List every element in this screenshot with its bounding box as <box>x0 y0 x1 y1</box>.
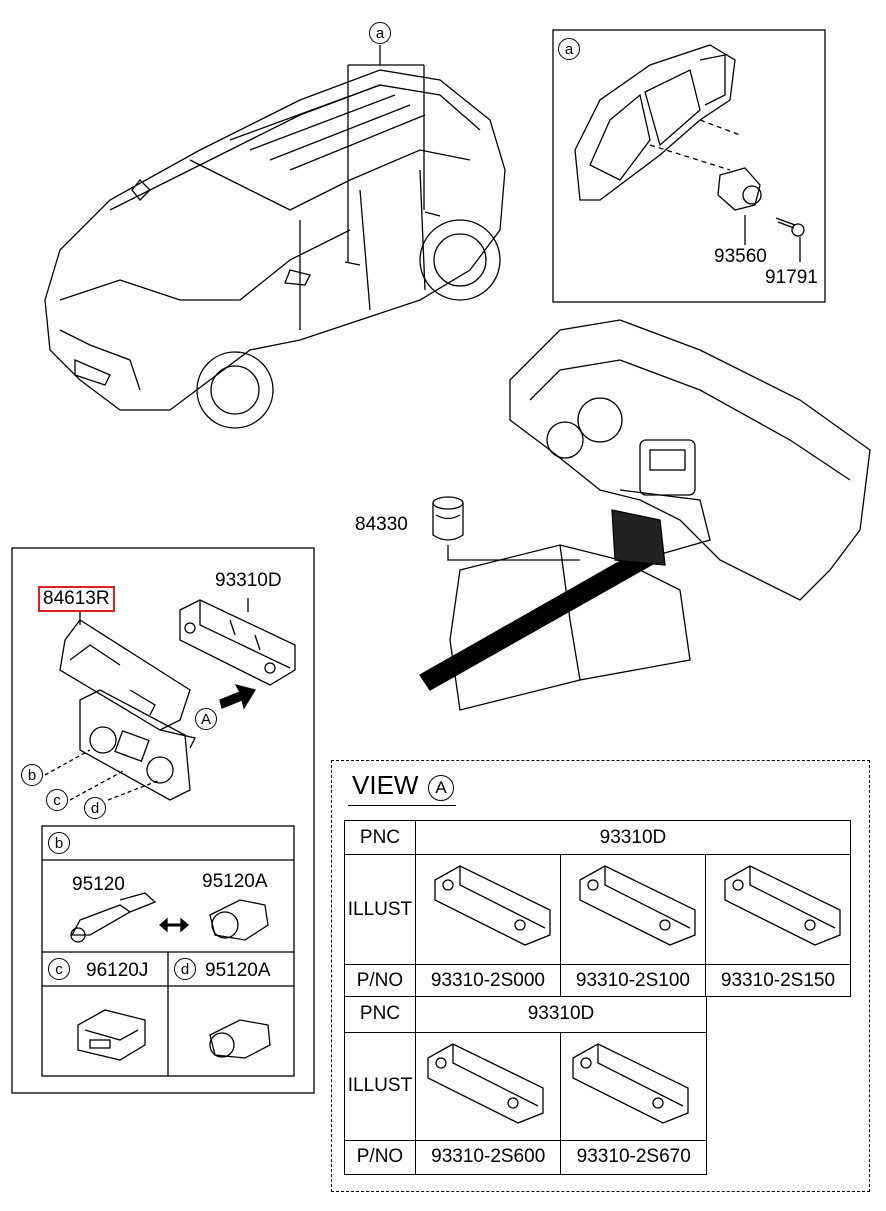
console-panel-box <box>11 547 315 1094</box>
sensor-connector-illustration <box>70 892 157 943</box>
illust-cell-4 <box>414 1031 562 1141</box>
part-96120J-label: 96120J <box>86 960 149 981</box>
sensor-illustration <box>209 899 269 941</box>
pnc-label-1: PNC <box>344 820 416 855</box>
view-title-text: VIEW <box>352 770 419 800</box>
dashboard-illustration <box>449 319 871 711</box>
pnc-value-2: 93310D <box>414 996 708 1033</box>
part-95120A-d-label: 95120A <box>205 960 271 981</box>
callout-c-box: c <box>48 958 70 980</box>
callout-c: c <box>46 789 68 811</box>
view-table-1: PNC 93310D ILLUST P/NO 93310-2S000 93310… <box>344 820 852 997</box>
pnc-value-1: 93310D <box>414 820 852 855</box>
callout-a-top: a <box>369 22 391 44</box>
view-title-underline <box>348 805 456 806</box>
vehicle-illustration <box>44 69 506 429</box>
view-title-A-marker: A <box>428 775 454 801</box>
console-cover-illustration <box>59 619 196 801</box>
pno-label-2: P/NO <box>344 1139 416 1175</box>
part-number-cell: 93310-2S100 <box>559 964 706 997</box>
part-84613R-label: 84613R <box>38 586 115 612</box>
door-frame-illustration <box>574 44 736 201</box>
door-switch-illustration <box>717 167 762 211</box>
view-table-2: PNC 93310D ILLUST P/NO 93310-2S600 93310… <box>344 996 708 1175</box>
part-91791-label: 91791 <box>765 267 818 288</box>
callout-b: b <box>21 764 43 786</box>
part-84330-label: 84330 <box>355 514 408 535</box>
illust-cell-2 <box>559 854 706 965</box>
view-A-frame <box>331 760 870 1192</box>
illust-label-2: ILLUST <box>344 1031 416 1141</box>
part-number-cell: 93310-2S150 <box>704 964 852 997</box>
part-93310D-label: 93310D <box>215 570 282 591</box>
pno-label-1: P/NO <box>344 964 416 997</box>
part-number-cell: 93310-2S000 <box>414 964 561 997</box>
illust-cell-5 <box>560 1031 707 1141</box>
sensor-d-illustration <box>209 1019 271 1059</box>
illust-cell-1 <box>414 854 561 965</box>
part-93560-label: 93560 <box>714 246 767 267</box>
part-number-cell: 93310-2S670 <box>560 1139 707 1175</box>
view-A-marker: A <box>195 708 217 730</box>
illust-cell-3 <box>704 854 852 965</box>
part-95120-label: 95120 <box>72 874 125 895</box>
part-95120A-label: 95120A <box>202 871 268 892</box>
illust-label-1: ILLUST <box>344 854 416 965</box>
detail-box-a <box>552 29 826 303</box>
part-number-cell: 93310-2S600 <box>414 1139 562 1175</box>
view-title: VIEW <box>352 770 418 801</box>
callout-d: d <box>84 797 106 819</box>
callout-b-box: b <box>48 832 70 854</box>
screw-illustration <box>775 217 805 237</box>
callout-d-box: d <box>174 958 196 980</box>
switch-assembly-illustration <box>179 599 296 686</box>
callout-a-box: a <box>558 38 580 60</box>
jack-illustration <box>77 1009 146 1061</box>
pnc-label-2: PNC <box>344 996 416 1033</box>
lighter-illustration <box>432 496 464 541</box>
